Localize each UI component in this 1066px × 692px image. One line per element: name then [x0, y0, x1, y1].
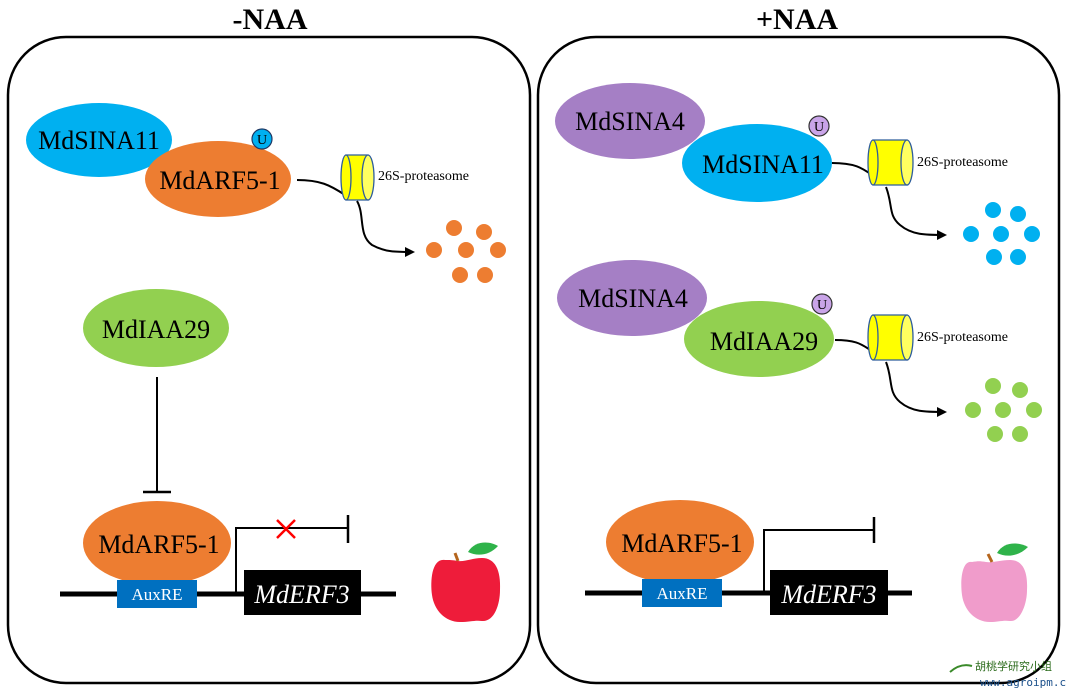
- proteasome-label: 26S-proteasome: [378, 169, 469, 184]
- auxre-element: [117, 580, 197, 608]
- protein-mdarf5-1: [83, 501, 231, 585]
- protein-mdiaa29: [684, 301, 834, 377]
- auxre-label: AuxRE: [657, 584, 708, 603]
- protein-label: MdSINA4: [575, 107, 685, 136]
- ubiquitination-complex: MdSINA4 MdSINA11 U 26S-proteasome: [555, 83, 1040, 265]
- cell-boundary: [536, 35, 1061, 685]
- protein-label: MdARF5-1: [621, 529, 742, 558]
- degradation-arrow: [356, 200, 415, 257]
- protein-mdsina11: [26, 103, 172, 177]
- protein-label: MdARF5-1: [98, 530, 219, 559]
- auxre-label: AuxRE: [132, 585, 183, 604]
- protein-mdarf5-1: [145, 141, 291, 217]
- peptide-fragments: [963, 202, 1040, 265]
- panel-minus-naa: -NAA MdSINA11 MdARF5-1 U 26S-proteasome: [6, 3, 532, 685]
- degradation-arrow: [885, 361, 947, 417]
- protein-label: MdSINA11: [38, 126, 160, 155]
- gene-label: MdERF3: [253, 580, 349, 609]
- proteasome-degradation: 26S-proteasome: [296, 154, 506, 283]
- protein-label: MdIAA29: [710, 327, 818, 356]
- peptide-fragments: [965, 378, 1042, 442]
- ubiquitin-icon: [811, 293, 833, 315]
- protein-mdsina4: [557, 260, 707, 336]
- panel-title: -NAA: [233, 3, 308, 36]
- transcription-arrow: [763, 529, 874, 592]
- watermark-text: 胡桃学研究小组: [975, 659, 1052, 673]
- gene-label: MdERF3: [780, 580, 876, 609]
- panel-title: +NAA: [756, 3, 838, 36]
- protein-mdsina11: [682, 124, 832, 202]
- pink-apple-icon: [961, 543, 1028, 622]
- cell-boundary: [6, 35, 532, 685]
- blocked-x-icon: [276, 519, 296, 539]
- proteasome-label: 26S-proteasome: [917, 330, 1008, 345]
- ubiquitin-icon: [251, 128, 273, 150]
- protein-mdarf5-1: [606, 500, 754, 584]
- watermark-url: www.agroipm.cn: [980, 676, 1066, 689]
- protein-label: MdIAA29: [102, 315, 210, 344]
- ubiquitin-label: U: [817, 298, 827, 313]
- gene-box: [244, 570, 361, 615]
- proteasome-icon: [340, 154, 375, 201]
- panel-plus-naa: +NAA MdSINA4 MdSINA11 U 26S-proteasome: [536, 3, 1061, 685]
- watermark: 胡桃学研究小组 www.agroipm.cn: [949, 659, 1066, 689]
- proteasome-icon: [867, 139, 914, 186]
- ubiquitin-icon: [808, 115, 830, 137]
- red-apple-icon: [431, 542, 501, 622]
- ubiquitin-label: U: [814, 120, 824, 135]
- proteasome-label: 26S-proteasome: [917, 155, 1008, 170]
- ubiquitin-label: U: [257, 133, 267, 148]
- ubiquitination-complex: MdSINA4 MdIAA29 U 26S-proteasome: [557, 260, 1042, 442]
- protein-label: MdARF5-1: [159, 166, 280, 195]
- proteasome-icon: [867, 314, 914, 361]
- peptide-fragments: [426, 220, 506, 283]
- protein-label: MdSINA4: [578, 284, 688, 313]
- ubiquitination-complex: MdSINA11 MdARF5-1 U: [26, 103, 291, 217]
- protein-mdsina4: [555, 83, 705, 159]
- auxre-element: [642, 579, 722, 607]
- degradation-arrow: [885, 186, 947, 240]
- transcription-arrow: [235, 527, 348, 593]
- protein-label: MdSINA11: [702, 150, 824, 179]
- protein-mdiaa29: [83, 289, 229, 367]
- gene-box: [770, 570, 888, 615]
- seedling-icon: [949, 664, 973, 673]
